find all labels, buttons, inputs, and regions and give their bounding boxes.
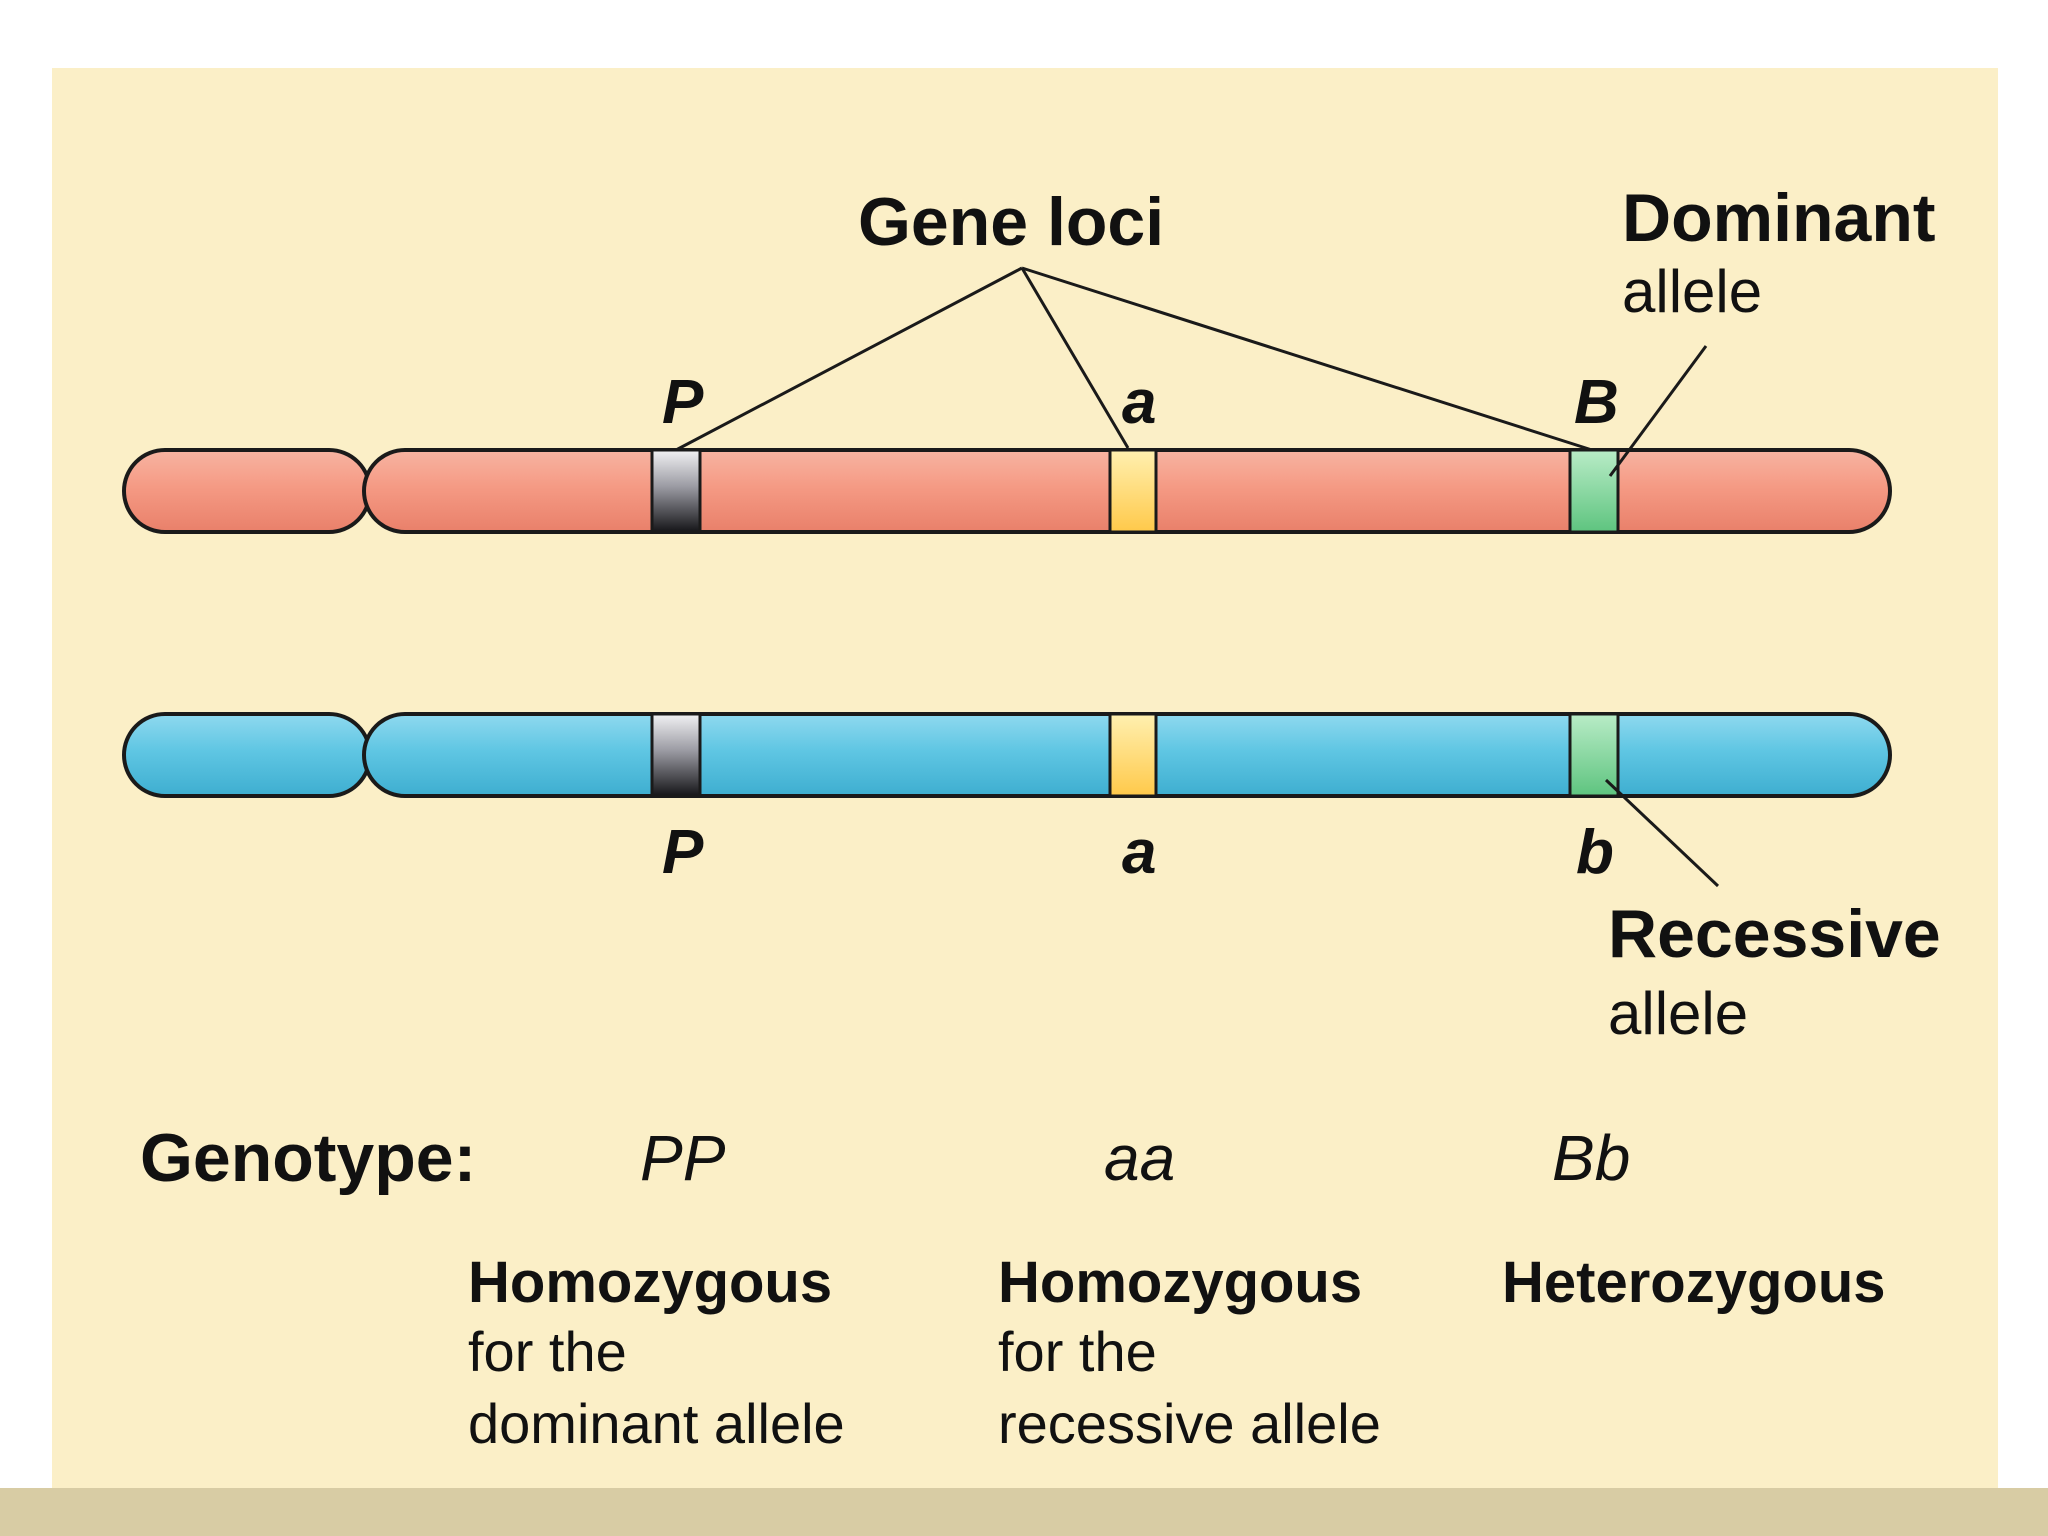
description-bb-title: Heterozygous xyxy=(1502,1250,1886,1315)
genotype-heading: Genotype: xyxy=(140,1120,477,1196)
top-locus-b-band xyxy=(1568,448,1620,534)
top-chromosome-short-arm xyxy=(122,448,372,534)
gene-loci-line-to-p xyxy=(675,266,1023,452)
genotype-aa: aa xyxy=(1104,1122,1176,1194)
bottom-locus-p-label: P xyxy=(662,818,704,887)
dominant-allele-subtitle: allele xyxy=(1622,258,1763,325)
footer-band xyxy=(0,1488,2048,1536)
bottom-locus-p-band xyxy=(650,712,702,798)
top-locus-p-band xyxy=(650,448,702,534)
top-locus-p-label: P xyxy=(662,368,704,437)
description-pp-title: Homozygous xyxy=(468,1250,833,1315)
top-chromosome xyxy=(122,448,1892,534)
recessive-allele-title: Recessive xyxy=(1608,896,1941,972)
dominant-allele-title: Dominant xyxy=(1622,180,1936,256)
description-pp-line2: dominant allele xyxy=(468,1392,845,1455)
bottom-locus-a-label: a xyxy=(1122,818,1157,887)
bottom-chromosome-short-arm xyxy=(122,712,372,798)
top-locus-a-band xyxy=(1108,448,1158,534)
gene-loci-line-to-a xyxy=(1020,267,1130,449)
description-pp-line1: for the xyxy=(468,1320,627,1383)
genotype-bb: Bb xyxy=(1552,1122,1631,1194)
recessive-allele-subtitle: allele xyxy=(1608,980,1749,1047)
gene-loci-label: Gene loci xyxy=(858,184,1165,260)
description-aa-line1: for the xyxy=(998,1320,1157,1383)
gene-loci-line-to-b xyxy=(1021,266,1593,452)
bottom-locus-a-band xyxy=(1108,712,1158,798)
genotype-pp: PP xyxy=(640,1122,726,1194)
dominant-allele-pointer xyxy=(1608,345,1708,477)
leader-lines xyxy=(675,266,1720,888)
description-aa-title: Homozygous xyxy=(998,1250,1363,1315)
top-locus-a-label: a xyxy=(1122,368,1157,437)
bottom-locus-b-label: b xyxy=(1576,818,1614,887)
recessive-allele-pointer xyxy=(1604,778,1720,888)
bottom-chromosome xyxy=(122,712,1892,798)
description-aa-line2: recessive allele xyxy=(998,1392,1381,1455)
top-locus-b-label: B xyxy=(1574,368,1619,437)
